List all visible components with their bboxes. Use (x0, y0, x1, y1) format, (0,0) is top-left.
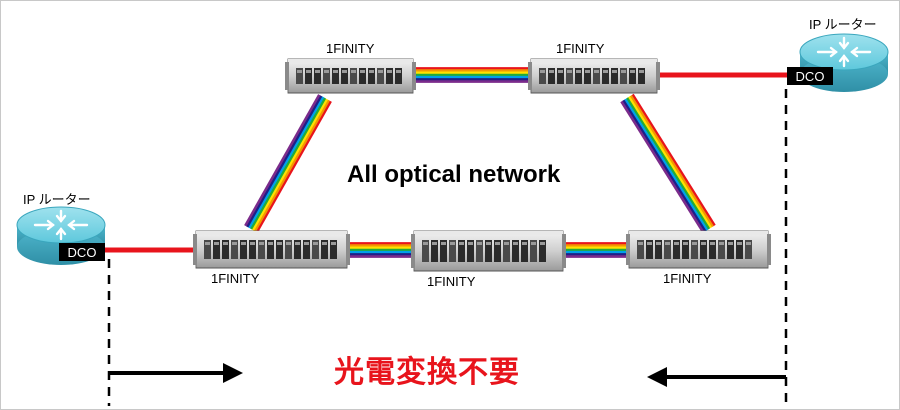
router-arrows-icon (816, 36, 872, 68)
node-top-left (285, 58, 416, 94)
node-label-bottom-right: 1FINITY (663, 271, 712, 286)
dco-port-label: DCO (68, 245, 97, 260)
router-right: DCO (787, 33, 889, 92)
node-label-bottom-left: 1FINITY (211, 271, 260, 286)
node-bottom-left (193, 230, 350, 269)
node-label-top-left: 1FINITY (326, 41, 375, 56)
wdm-link-bottom-right (563, 242, 629, 258)
conversion-caption: 光電変換不要 (334, 355, 520, 390)
wdm-link-top (413, 67, 529, 83)
node-label-top-right: 1FINITY (556, 41, 605, 56)
router-label-left: IP ルーター (23, 192, 91, 207)
node-bottom-middle (411, 230, 566, 272)
node-label-bottom-middle: 1FINITY (427, 274, 476, 289)
dco-port-tag: DCO (59, 243, 105, 261)
router-label-right: IP ルーター (809, 17, 877, 32)
router-left: DCO (16, 206, 106, 265)
node-bottom-right (626, 230, 771, 269)
dco-port-label: DCO (796, 69, 825, 84)
wdm-link-right-diagonal (620, 93, 716, 234)
node-top-right (528, 58, 660, 94)
router-arrows-icon (33, 209, 89, 241)
wdm-link-bottom-left (347, 242, 414, 258)
wdm-link-left-diagonal (244, 94, 332, 233)
network-title: All optical network (347, 161, 561, 188)
dco-port-tag: DCO (787, 67, 833, 85)
